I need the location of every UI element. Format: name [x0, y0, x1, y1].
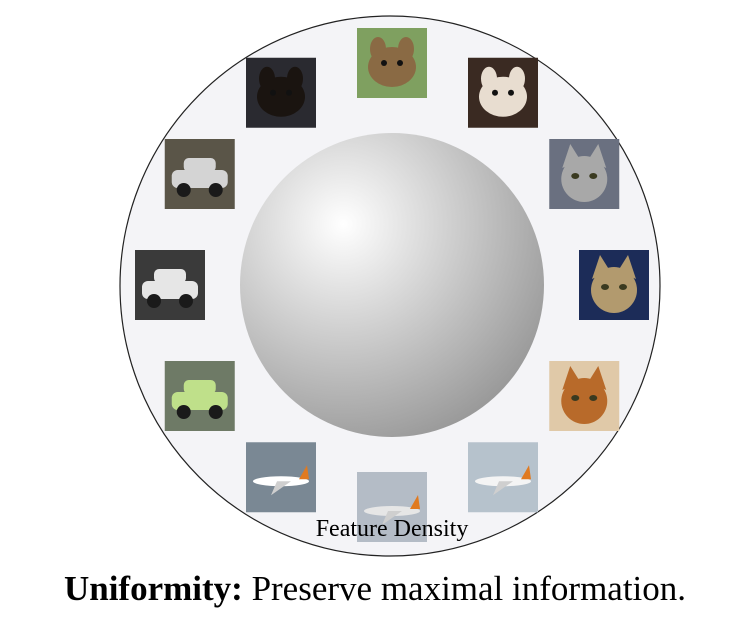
cat-orange-thumbnail — [549, 361, 620, 431]
cat-tabby-thumbnail — [579, 250, 649, 320]
car-bmw-thumbnail — [135, 250, 205, 320]
dog-black-thumbnail — [246, 57, 316, 128]
dog-jackrussell-thumbnail — [468, 57, 538, 128]
car-cobra-thumbnail — [164, 139, 235, 209]
caption-title: Uniformity: — [63, 569, 243, 608]
cat-grey-thumbnail — [549, 139, 620, 209]
dog-terrier-thumbnail — [357, 28, 427, 98]
thumbnail-ring — [135, 28, 649, 542]
airplane-jet-thumbnail — [357, 472, 427, 542]
caption: Uniformity: Preserve maximal information… — [0, 568, 750, 610]
caption-text: Preserve maximal information. — [242, 569, 687, 608]
airplane-easyjet-thumbnail — [468, 442, 538, 513]
airplane-seaplane-thumbnail — [246, 442, 316, 513]
car-smart-thumbnail — [164, 361, 235, 431]
feature-density-label: Feature Density — [316, 516, 469, 542]
feature-sphere — [240, 133, 544, 437]
